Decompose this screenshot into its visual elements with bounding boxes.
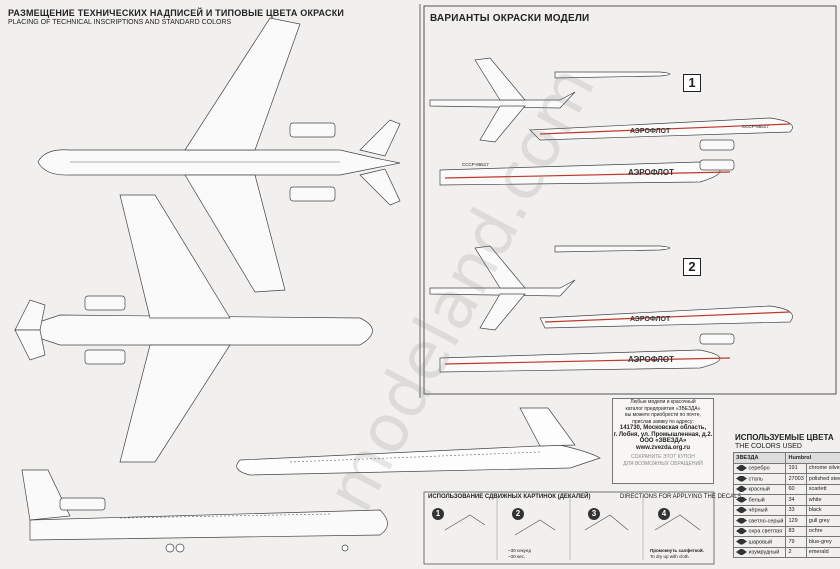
placement-subtitle: PLACING OF TECHNICAL INSCRIPTIONS AND ST…	[8, 19, 232, 26]
star-marker-icon	[736, 538, 747, 545]
info-footer-2: ДЛЯ ВОЗМОЖНЫХ ОБРАЩЕНИЙ	[623, 460, 703, 467]
livery-text-3: АЭРОФЛОТ	[630, 316, 671, 323]
star-marker-icon	[736, 549, 747, 556]
decal-step-3: 3	[588, 508, 600, 520]
livery-text-2: АЭРОФЛОТ	[628, 168, 674, 177]
info-address-2: г. Лобня, ул. Промышленная, д.2.	[613, 431, 713, 438]
info-footer-1: СОХРАНИТЕ ЭТОТ КУПОН	[631, 454, 695, 460]
info-address-3: ООО «ЗВЕЗДА»	[639, 438, 687, 444]
star-marker-icon	[736, 496, 747, 503]
info-address-1: 141730, Московская область,	[619, 425, 707, 431]
registration-2: CCCP-86517	[462, 162, 489, 167]
decal-step-1: 1	[432, 508, 444, 520]
variant-1-badge: 1	[683, 74, 701, 92]
decal-blot-ru: Промокнуть салфеткой.	[650, 548, 704, 553]
livery-text-4: АЭРОФЛОТ	[628, 355, 674, 364]
info-coupon: Любые модели и красочный каталог предпри…	[612, 398, 714, 484]
info-line-4: прислав заявку по адресу:	[632, 418, 694, 425]
decal-blot-en: To dry up with cloth.	[650, 554, 690, 559]
star-marker-icon	[736, 465, 747, 472]
star-marker-icon	[736, 486, 747, 493]
colors-header-zvezda: ЗВЕЗДА	[732, 452, 787, 464]
decal-time-ru: ~30 секунд	[508, 548, 532, 553]
variants-title: ВАРИАНТЫ ОКРАСКИ МОДЕЛИ	[430, 13, 590, 24]
info-line-3: вы можете приобрести по почте,	[625, 412, 701, 418]
decal-title-ru: ИСПОЛЬЗОВАНИЕ СДВИЖНЫХ КАРТИНОК (ДЕКАЛЕЙ…	[428, 494, 591, 500]
colors-header-humbrol: Humbrol	[785, 452, 840, 464]
colors-subtitle: THE COLORS USED	[735, 443, 802, 450]
decal-time-en: ~30 sec.	[508, 554, 526, 559]
star-marker-icon	[736, 517, 747, 524]
info-line-2: каталог предприятия «ЗВЕЗДА»	[625, 405, 701, 412]
decal-title-en: DIRECTIONS FOR APPLYING THE DECALS	[620, 494, 742, 500]
placement-title: РАЗМЕЩЕНИЕ ТЕХНИЧЕСКИХ НАДПИСЕЙ И ТИПОВЫ…	[8, 8, 345, 18]
star-marker-icon	[736, 475, 747, 482]
side-view-left	[21, 469, 388, 553]
colors-title: ИСПОЛЬЗУЕМЫЕ ЦВЕТА	[735, 433, 834, 442]
variant-2-badge: 2	[683, 258, 701, 276]
decal-step-4: 4	[658, 508, 670, 520]
star-marker-icon	[736, 528, 747, 535]
info-line-1: Любые модели и красочный	[630, 399, 696, 405]
bottom-view	[13, 194, 373, 463]
top-view-upper	[37, 17, 401, 293]
registration-1: CCCP-86517	[742, 124, 769, 129]
star-marker-icon	[736, 507, 747, 514]
decal-step-2: 2	[512, 508, 524, 520]
side-view-middle	[236, 407, 601, 476]
info-website: www.zvezda.org.ru	[635, 444, 691, 451]
variant2-aircraft	[429, 245, 793, 373]
livery-text-1: АЭРОФЛОТ	[630, 128, 671, 135]
